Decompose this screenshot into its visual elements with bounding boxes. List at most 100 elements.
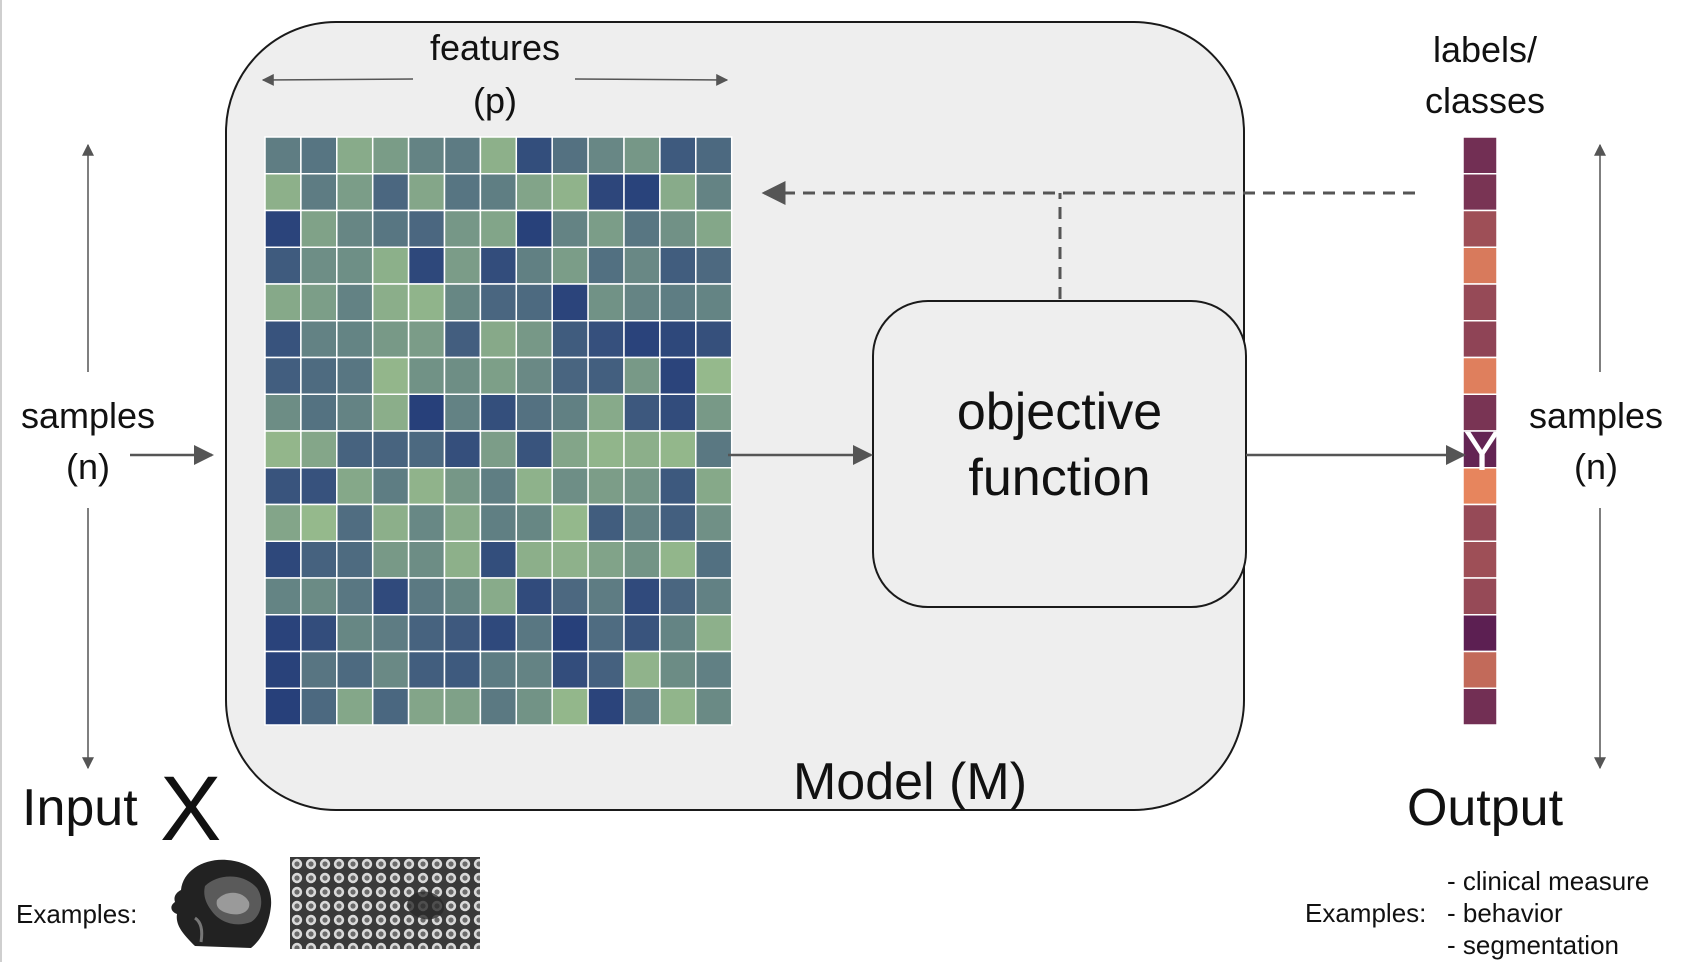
feature-cell [695,246,733,285]
output-example-behavior: - behavior [1447,898,1563,928]
samples-right-line2: (n) [1574,446,1618,487]
feature-cell [623,430,661,469]
feature-cell [515,540,553,579]
feature-cell [371,614,410,653]
feature-cell [695,614,733,653]
feature-cell [479,577,518,616]
feature-cell [336,283,374,322]
feature-cell [695,283,733,322]
samples-left-line2: (n) [66,446,110,487]
output-symbol-y: Y [1463,419,1501,482]
feature-cell [264,356,302,395]
output-label-cell [1462,393,1498,432]
feature-cell [264,614,302,653]
feature-cell [371,356,410,395]
feature-cell [551,650,589,689]
feature-cell [659,540,697,579]
feature-cell [515,467,553,506]
feature-cell [407,540,446,579]
feature-cell [300,503,338,542]
feature-cell [623,540,661,579]
feature-cell [443,320,482,359]
feature-cell [407,467,446,506]
feature-cell [479,209,518,248]
feature-cell [551,393,589,432]
feature-cell [659,503,697,542]
feature-cell [407,577,446,616]
feature-cell [695,503,733,542]
feature-cell [371,503,410,542]
feature-cell [300,393,338,432]
feature-cell [695,356,733,395]
feature-cell [695,687,733,726]
feature-cell [300,614,338,653]
feature-cell [443,503,482,542]
feature-cell [336,687,374,726]
feature-cell [336,650,374,689]
feature-cell [695,577,733,616]
labels-classes-line1: labels/ [1432,29,1538,70]
feature-cell [587,356,625,395]
feature-cell [515,136,553,175]
feature-cell [264,650,302,689]
feature-cell [587,283,625,322]
feature-cell [659,614,697,653]
feature-cell [407,173,446,212]
feature-cell [300,283,338,322]
feature-cell [264,246,302,285]
feature-cell [479,320,518,359]
feature-cell [443,209,482,248]
feature-cell [371,136,410,175]
model-label: Model (M) [792,753,1028,811]
feature-cell [479,650,518,689]
feature-cell [264,430,302,469]
feature-cell [443,540,482,579]
feature-cell [336,430,374,469]
feature-cell [659,356,697,395]
feature-cell [264,320,302,359]
output-example-clinical: - clinical measure [1447,866,1650,896]
feature-cell [587,467,625,506]
feature-cell [443,173,482,212]
feature-cell [659,393,697,432]
feature-cell [587,173,625,212]
output-example-segmentation: - segmentation [1447,930,1619,960]
feature-cell [659,687,697,726]
feature-cell [659,246,697,285]
feature-cell [407,246,446,285]
feature-cell [623,393,661,432]
output-label-cell [1462,209,1498,248]
feature-cell [371,209,410,248]
feature-cell [551,356,589,395]
feature-cell [264,173,302,212]
feature-cell [551,320,589,359]
feature-cell [443,650,482,689]
feature-cell [515,430,553,469]
output-label-cell [1462,320,1498,359]
feature-cell [336,173,374,212]
input-examples-label: Examples: [16,899,138,929]
feature-cell [515,320,553,359]
feature-cell [623,173,661,212]
feature-cell [264,503,302,542]
output-label-cell [1462,430,1498,469]
objective-function-line1: objective [956,383,1163,441]
feature-cell [623,320,661,359]
feature-cell [515,173,553,212]
samples-left-line1: samples [20,395,156,436]
features-label-line1: features [429,27,561,68]
feature-cell [371,467,410,506]
feature-cell [371,650,410,689]
feature-cell [371,173,410,212]
input-label: Input [22,779,138,837]
output-examples-label: Examples: [1305,898,1427,928]
feature-cell [515,577,553,616]
feature-cell [479,503,518,542]
output-label-cell [1462,577,1498,616]
feature-cell [443,430,482,469]
feature-cell [336,577,374,616]
feature-cell [371,283,410,322]
left-edge-line [0,0,2,962]
feature-cell [659,430,697,469]
